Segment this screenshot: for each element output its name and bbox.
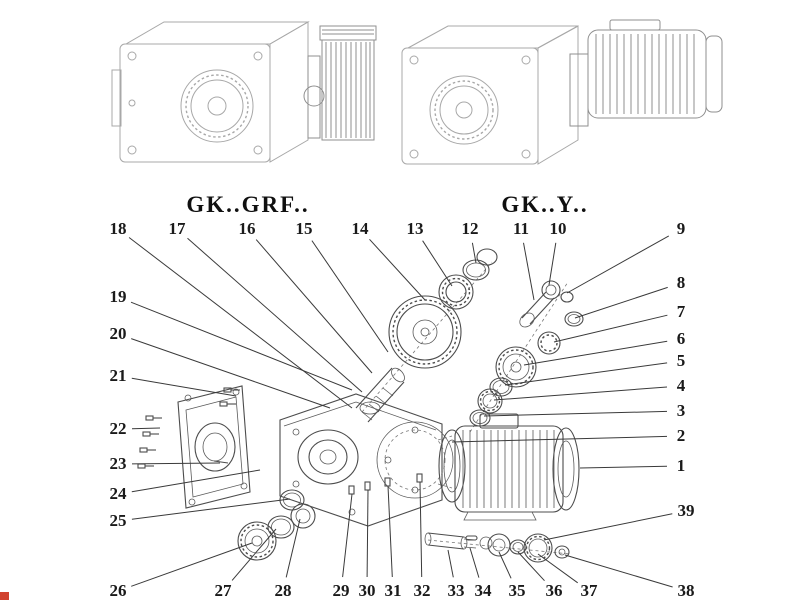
callout-27: 27 xyxy=(214,581,232,600)
leader-line-3 xyxy=(483,410,668,417)
leader-line-2 xyxy=(451,435,668,443)
leader-line-15 xyxy=(311,240,389,353)
callout-36: 36 xyxy=(545,581,563,600)
leader-line-12 xyxy=(471,242,477,264)
leader-line-24 xyxy=(131,469,261,493)
callout-19: 19 xyxy=(109,287,127,306)
leader-line-31 xyxy=(387,485,393,578)
leader-line-38 xyxy=(564,554,673,588)
callout-32: 32 xyxy=(413,581,431,600)
callout-18: 18 xyxy=(109,219,127,238)
leader-line-36 xyxy=(517,551,545,582)
leader-line-7 xyxy=(553,314,668,343)
leader-line-33 xyxy=(447,549,454,578)
leader-line-34 xyxy=(469,547,480,578)
callout-34: 34 xyxy=(474,581,492,600)
callout-14: 14 xyxy=(351,219,369,238)
callout-26: 26 xyxy=(109,581,127,600)
leader-line-10 xyxy=(548,242,557,286)
leader-line-23 xyxy=(131,462,221,465)
secondary-chain xyxy=(469,280,584,427)
gearbox-grf-illustration xyxy=(111,21,377,163)
upper-bearing-rings xyxy=(438,248,498,310)
leader-line-30 xyxy=(366,489,369,578)
leader-line-26 xyxy=(131,542,253,587)
leader-line-21 xyxy=(131,377,237,397)
leader-line-35 xyxy=(498,551,512,579)
leader-line-11 xyxy=(523,242,535,301)
gearbox-y-illustration xyxy=(401,19,723,165)
grf-input-fins xyxy=(303,25,377,141)
callout-31: 31 xyxy=(384,581,402,600)
leader-line-13 xyxy=(422,240,453,287)
callout-20: 20 xyxy=(109,324,127,343)
leader-line-5 xyxy=(504,362,668,386)
leader-line-18 xyxy=(128,237,353,409)
leader-line-19 xyxy=(130,301,353,391)
callout-21: 21 xyxy=(109,366,127,385)
callout-4: 4 xyxy=(676,376,686,395)
callout-12: 12 xyxy=(461,219,479,238)
callout-5: 5 xyxy=(676,351,686,370)
leader-line-27 xyxy=(231,528,277,581)
leader-line-9 xyxy=(566,235,670,294)
callout-30: 30 xyxy=(358,581,376,600)
callout-29: 29 xyxy=(332,581,350,600)
callout-25: 25 xyxy=(109,511,127,530)
leader-line-8 xyxy=(574,286,668,319)
corner-mark xyxy=(0,592,9,600)
leader-line-14 xyxy=(369,238,426,301)
leader-line-22 xyxy=(131,427,161,430)
callout-7: 7 xyxy=(676,302,686,321)
callout-39: 39 xyxy=(677,501,695,520)
callout-13: 13 xyxy=(406,219,424,238)
callout-23: 23 xyxy=(109,454,127,473)
leader-line-4 xyxy=(493,386,668,401)
callout-22: 22 xyxy=(109,419,127,438)
callout-3: 3 xyxy=(676,401,686,420)
callout-16: 16 xyxy=(238,219,256,238)
title-gk-grf: GK..GRF.. xyxy=(186,192,310,217)
callout-33: 33 xyxy=(447,581,465,600)
callout-11: 11 xyxy=(512,219,530,238)
leader-line-17 xyxy=(187,237,363,393)
input-shaft xyxy=(355,367,405,423)
title-gk-y: GK..Y.. xyxy=(501,192,589,217)
motor xyxy=(437,413,580,521)
output-shaft-chain xyxy=(424,532,570,563)
callout-37: 37 xyxy=(580,581,598,600)
callout-9: 9 xyxy=(676,219,686,238)
leader-line-20 xyxy=(131,338,331,409)
callout-35: 35 xyxy=(508,581,526,600)
callout-6: 6 xyxy=(676,329,686,348)
lower-left-chain xyxy=(237,489,316,561)
leader-line-25 xyxy=(131,498,291,520)
leader-line-16 xyxy=(255,239,373,374)
leader-line-1 xyxy=(579,465,668,469)
leader-line-29 xyxy=(342,493,353,578)
callout-15: 15 xyxy=(295,219,313,238)
exploded-view xyxy=(137,248,584,563)
leader-line-39 xyxy=(543,513,673,541)
housing xyxy=(279,393,454,527)
callout-38: 38 xyxy=(677,581,695,600)
leader-line-37 xyxy=(537,553,578,584)
callout-2: 2 xyxy=(676,426,686,445)
callout-8: 8 xyxy=(676,273,686,292)
callout-17: 17 xyxy=(168,219,186,238)
leader-line-32 xyxy=(419,481,423,578)
callout-28: 28 xyxy=(274,581,292,600)
callout-10: 10 xyxy=(549,219,567,238)
y-motor xyxy=(569,19,723,127)
flange-plate xyxy=(177,385,251,509)
callout-1: 1 xyxy=(676,456,686,475)
leader-line-28 xyxy=(285,518,301,578)
callout-24: 24 xyxy=(109,484,127,503)
leader-line-6 xyxy=(523,340,668,366)
